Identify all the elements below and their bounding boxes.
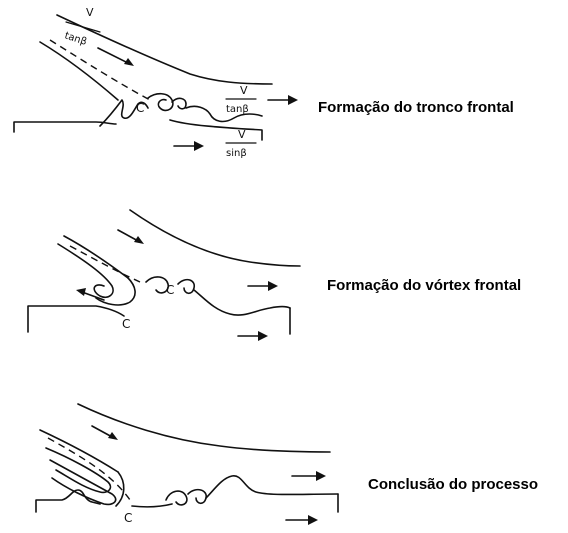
- stage-2-point-label-lower: C: [122, 317, 130, 331]
- stage-3-outflow-arrow-head: [316, 471, 326, 481]
- stage-1-vortex-curl: [147, 92, 174, 112]
- stage-1-point-label: C: [136, 101, 144, 115]
- stage-2-outflow-arrow-head: [268, 281, 278, 291]
- stage-2-jet-arrow-head: [134, 236, 144, 244]
- stage-1-vortex-curl-right: [171, 97, 187, 110]
- stage-3-vortex-curl-right: [187, 488, 207, 505]
- stage-3-jet-lower-boundary: [39, 429, 119, 473]
- stage-3-folded-front-3: [115, 471, 125, 507]
- stage-2-reverse-arrow: [81, 291, 105, 301]
- stage-1-velocity-1-den: tanβ: [63, 30, 88, 48]
- stage-1-interface: [185, 105, 263, 123]
- stage-1-jet-arrow: [97, 47, 131, 65]
- stage-1-dashed-line: [49, 39, 151, 101]
- stage-1-velocity-3-num: V: [238, 128, 246, 141]
- stage-2-jet-upper-boundary: [129, 209, 301, 267]
- stage-2-interface: [193, 289, 291, 316]
- stage-2-reverse-arrow-head: [76, 288, 86, 296]
- stage-3-caption: Conclusão do processo: [368, 476, 539, 493]
- stage-3-dashed-line: [47, 437, 131, 501]
- stage-1-floor: [13, 121, 117, 133]
- stage-3-floor-right: [131, 503, 173, 508]
- stage-2-floor: [27, 305, 125, 333]
- stage-3-jet-upper-boundary: [77, 403, 331, 453]
- stage-1-jet-lower-boundary: [39, 41, 119, 101]
- stage-1-floor-right: [169, 119, 263, 141]
- stage-1-velocity-1-num: V: [86, 6, 94, 19]
- stage-2-sketch: C C: [27, 209, 301, 341]
- stage-2-folded-front-outer: [95, 277, 136, 306]
- stage-3-sketch: C: [35, 403, 339, 525]
- stage-1-lower-arrow-head: [194, 141, 204, 151]
- stage-3-lower-arrow-head: [308, 515, 318, 525]
- stage-1-sketch: C V tanβ V tanβ V sinβ: [13, 6, 298, 159]
- stage-1-velocity-1-bar: [65, 21, 101, 33]
- stage-2-dashed-line: [69, 245, 141, 283]
- stage-1-outflow-arrow-head: [288, 95, 298, 105]
- stage-2-vortex-curl: [145, 276, 170, 294]
- stage-3-interface: [205, 475, 339, 499]
- stage-1-folded-front: [99, 99, 149, 127]
- stage-3-vortex-curl: [165, 490, 188, 506]
- stage-3-folded-front-1: [45, 447, 112, 494]
- stage-1-velocity-2-num: V: [240, 84, 248, 97]
- stage-2-folded-front: [57, 243, 114, 299]
- stage-1-jet-upper-boundary: [56, 14, 273, 85]
- stage-1-caption: Formação do tronco frontal: [318, 99, 514, 116]
- stage-1-velocity-3-den: sinβ: [226, 148, 247, 159]
- stage-3-folded-front-2: [49, 459, 117, 506]
- stage-2-caption: Formação do vórtex frontal: [327, 277, 522, 294]
- stage-1-jet-arrow-head: [124, 58, 134, 66]
- stage-1-velocity-2-den: tanβ: [226, 104, 249, 115]
- stage-3-floor: [35, 489, 101, 513]
- stage-3-point-label: C: [124, 511, 132, 525]
- stage-2-point-label-upper: C: [166, 283, 174, 297]
- stage-2-vortex-curl-right: [177, 278, 196, 295]
- stage-2-lower-arrow-head: [258, 331, 268, 341]
- stage-3-jet-arrow-head: [108, 432, 118, 440]
